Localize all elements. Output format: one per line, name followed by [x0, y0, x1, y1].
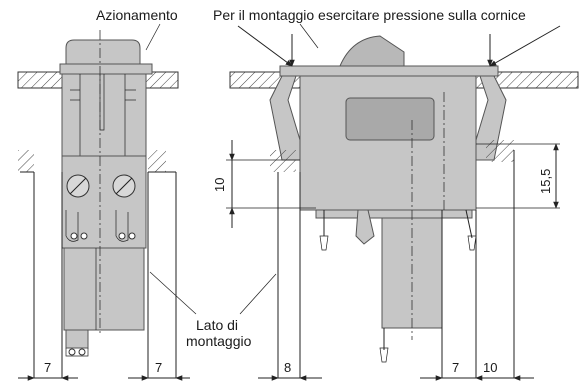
dim-height-right: 15,5	[538, 169, 553, 194]
left-wall-hatch-l	[18, 150, 34, 172]
dim-height-left: 10	[212, 178, 227, 192]
leader-mounting-note	[299, 23, 319, 49]
leader-actuation	[145, 23, 161, 51]
right-wall-hatch-l	[270, 150, 296, 172]
label-mounting-side-2: montaggio	[186, 333, 252, 349]
dim-left-gap-right: 7	[155, 360, 162, 375]
pin-right	[465, 209, 477, 251]
clip-left	[269, 75, 301, 161]
left-body-tail	[63, 247, 145, 331]
left-screw-1	[66, 174, 90, 198]
clip-right	[475, 75, 507, 161]
right-window	[345, 97, 435, 141]
pin-mid	[355, 209, 375, 245]
right-wall-hatch-r	[486, 140, 514, 162]
left-view	[17, 30, 179, 378]
left-wall-hatch-r	[148, 150, 166, 172]
left-actuator	[65, 39, 141, 67]
dim-right-gap-right: 10	[483, 360, 497, 375]
right-rocker	[339, 35, 405, 67]
pin-left	[319, 210, 329, 251]
leader-mounting-side-right	[239, 273, 277, 315]
label-actuation: Azionamento	[96, 7, 178, 23]
right-body	[299, 75, 477, 211]
arrow-press-right	[489, 25, 561, 67]
left-screw-2	[112, 174, 136, 198]
leader-mounting-side-left	[149, 271, 197, 315]
pin-bottom	[379, 328, 389, 363]
left-bezel	[59, 63, 153, 75]
label-mounting-note: Per il montaggio esercitare pressione su…	[213, 7, 526, 23]
arrow-press-left	[237, 25, 293, 67]
right-view	[226, 35, 579, 378]
dim-right-gap-left: 8	[284, 360, 291, 375]
dim-left-gap-left: 7	[44, 360, 51, 375]
dim-right-gap-mid: 7	[452, 360, 459, 375]
right-bezel	[279, 65, 499, 77]
label-mounting-side-1: Lato di	[196, 317, 238, 333]
